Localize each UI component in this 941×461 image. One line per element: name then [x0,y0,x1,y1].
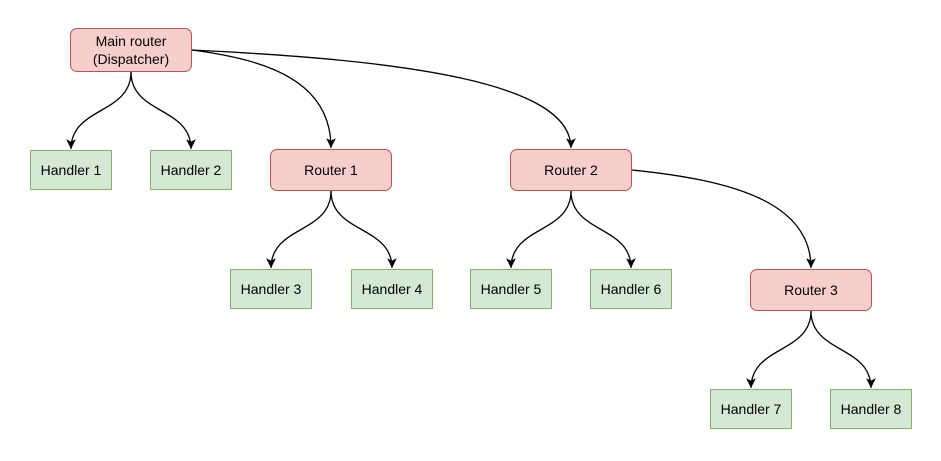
node-label: Handler 3 [240,281,302,297]
node-handler7: Handler 7 [710,389,792,429]
node-router2: Router 2 [510,149,632,191]
node-label: Router 3 [784,282,838,298]
edge-router2-to-router3 [631,169,816,269]
node-label: Handler 4 [361,281,423,297]
node-main: Main router (Dispatcher) [70,28,192,72]
node-label: Handler 7 [720,401,782,417]
edge-router2-to-handler6 [570,190,636,269]
edge-main-to-handler2 [130,71,196,150]
node-handler2: Handler 2 [150,150,232,190]
edge-main-to-router1 [191,49,336,149]
node-label: Handler 2 [160,162,222,178]
node-handler3: Handler 3 [230,269,312,309]
edge-router3-to-handler8 [810,310,876,389]
node-handler5: Handler 5 [470,269,552,309]
node-label: Handler 1 [40,162,102,178]
node-router1: Router 1 [270,149,392,191]
node-handler8: Handler 8 [830,389,912,429]
node-handler1: Handler 1 [30,150,112,190]
edge-router2-to-handler5 [506,190,572,269]
node-router3: Router 3 [750,269,872,311]
edge-router3-to-handler7 [746,310,812,389]
node-handler4: Handler 4 [351,269,433,309]
edge-main-to-handler1 [66,71,132,150]
edge-router1-to-handler3 [266,190,332,269]
node-label: Router 2 [544,162,598,178]
node-handler6: Handler 6 [590,269,672,309]
node-label: Handler 6 [600,281,662,297]
node-label: Handler 5 [480,281,542,297]
node-label: Handler 8 [840,401,902,417]
node-label: Router 1 [304,162,358,178]
edge-router1-to-handler4 [330,190,397,269]
edge-main-to-router2 [191,49,576,149]
node-label: Main router (Dispatcher) [92,33,170,67]
